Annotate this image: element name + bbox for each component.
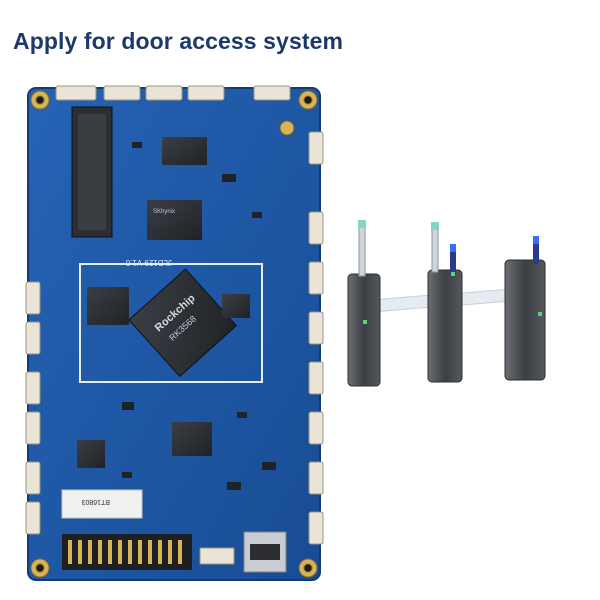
- memory-chip-label: SKhynix: [153, 209, 175, 215]
- lower-left-chip: [77, 440, 105, 468]
- upper-chip: [162, 137, 207, 165]
- bottom-connector: [199, 547, 235, 565]
- left-connectors: [25, 281, 41, 535]
- soc-chip: Rockchip RK3568: [128, 268, 238, 378]
- small-components: [122, 142, 276, 490]
- mounting-holes: [30, 90, 318, 578]
- turnstile-gates-image: [333, 212, 600, 397]
- turnstile-gates-graphic: [347, 220, 546, 387]
- pin-header: [62, 534, 192, 570]
- memory-chip: [147, 200, 202, 240]
- turnstile-unit-1: [347, 220, 381, 387]
- page-title: Apply for door access system: [13, 28, 344, 54]
- small-chip-right: [222, 294, 250, 318]
- turnstile-unit-3: [504, 236, 546, 381]
- sticker-label: BT16803: [81, 498, 110, 505]
- antenna-connector: [279, 120, 295, 136]
- board-model-label: JLD129 V1.0: [125, 258, 172, 267]
- circuit-board-graphic: SKhynix JLD129 V1.0 Rockchip RK3568 BT16…: [25, 85, 324, 581]
- sticker: [61, 489, 143, 519]
- soc-frame-outline: [79, 263, 263, 383]
- right-connectors: [308, 131, 324, 545]
- turnstile-unit-2: [427, 222, 463, 383]
- circuit-board-image: SKhynix JLD129 V1.0 Rockchip RK3568 BT16…: [22, 82, 327, 587]
- lower-chip: [172, 422, 212, 456]
- top-connectors: [55, 85, 291, 101]
- ram-chip-left: [87, 287, 129, 325]
